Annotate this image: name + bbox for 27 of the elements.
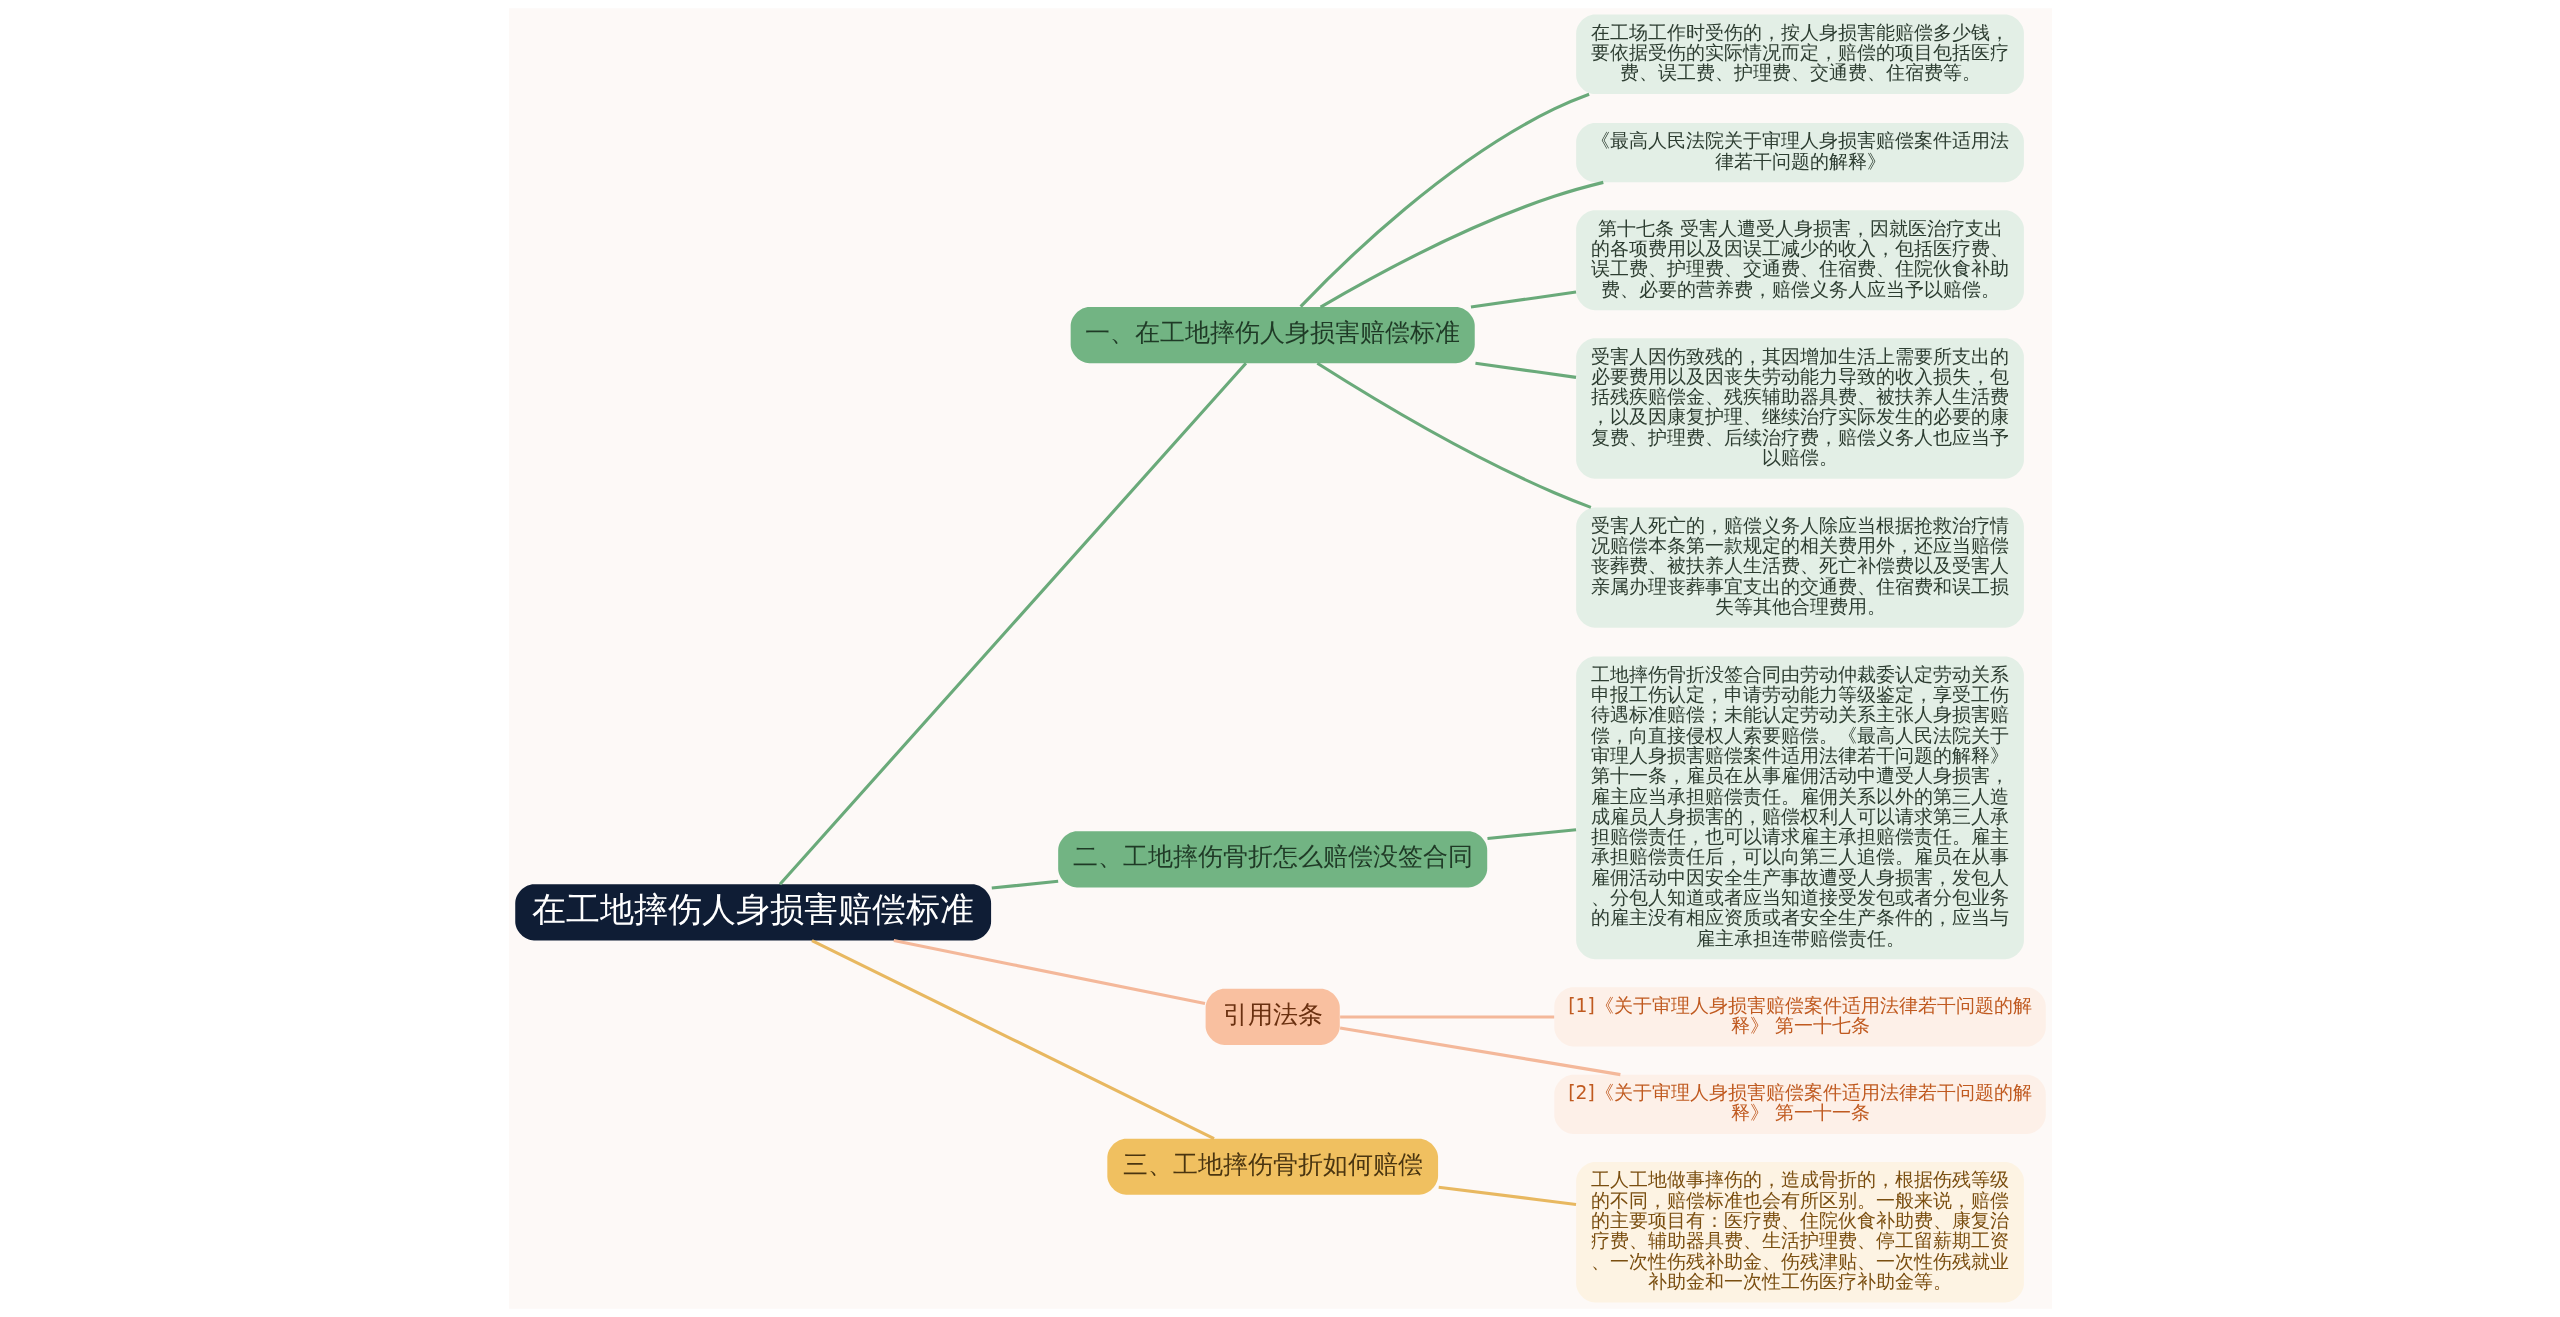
node-box: 二、工地摔伤骨折怎么赔偿没签合同 <box>1057 831 1487 888</box>
connector <box>778 362 1247 886</box>
node-box: 三、工地摔伤骨折如何赔偿 <box>1106 1138 1438 1195</box>
node-box: 受害人死亡的，赔偿义务人除应当根据抢救治疗情况赔偿本条第一款规定的相关费用外，还应当赔偿丧葬费、被扶养人生活费、死亡补偿费以及受害人亲属办理丧葬事宜支出的交通费、住宿费和误工损失等其他合理费用。 <box>1575 507 2024 628</box>
node-box: 引用法条 <box>1205 988 1340 1046</box>
connector <box>1299 92 1590 308</box>
node-box: 工人工地做事摔伤的，造成骨折的，根据伤残等级的不同，赔偿标准也会有所区别。一般来说，赔偿的主要项目有：医疗费、住院伙食补助费、康复治疗费、辅助器具费、生活护理费、停工留薪期工资、一次性伤残补助金、伤残津贴、一次性伤残就业补助金和一次性工伤医疗补助金等。 <box>1575 1162 2024 1303</box>
node-box: [2]《关于审理人身损害赔偿案件适用法律若干问题的解释》 第一十一条 <box>1553 1074 2046 1134</box>
connector <box>991 879 1058 890</box>
node-box: 《最高人民法院关于审理人身损害赔偿案件适用法律若干问题的解释》 <box>1575 122 2024 183</box>
connector <box>1486 828 1576 840</box>
connector <box>810 939 1215 1140</box>
connector <box>1339 1015 1554 1019</box>
connector <box>1470 290 1576 309</box>
node-box: 受害人因伤致残的，其因增加生活上需要所支出的必要费用以及因丧失劳动能力导致的收入损失，包括残疾赔偿金、残疾辅助器具费、被扶养人生活费，以及因康复护理、继续治疗实际发生的必要的康复费、护理费、后续治疗费，赔偿义务人也应当予以赔偿。 <box>1575 338 2024 479</box>
connector <box>1474 361 1576 379</box>
connector <box>1339 1026 1621 1077</box>
connector <box>893 939 1205 1006</box>
connector <box>1316 362 1591 509</box>
node-box: 在工场工作时受伤的，按人身损害能赔偿多少钱，要依据受伤的实际情况而定，赔偿的项目包括医疗费、误工费、护理费、交通费、住宿费等。 <box>1575 14 2024 95</box>
node-box: 一、在工地摔伤人身损害赔偿标准 <box>1070 307 1475 364</box>
connector <box>1438 1185 1576 1206</box>
node-box: 在工地摔伤人身损害赔偿标准 <box>514 884 991 941</box>
node-box: [1]《关于审理人身损害赔偿案件适用法律若干问题的解释》 第一十七条 <box>1553 987 2046 1047</box>
node-box: 工地摔伤骨折没签合同由劳动仲裁委认定劳动关系申报工伤认定，申请劳动能力等级鉴定，享受工伤待遇标准赔偿；未能认定劳动关系主张人身损害赔偿，向直接侵权人索要赔偿。《最高人民法院关于审理人身损害赔偿案件适用法律若干问题的解释》第十一条，雇员在从事雇佣活动中遭受人身损害，雇主应当承担赔偿责任。雇佣关系以外的第三人造成雇员人身损害的，赔偿权利人可以请求第三人承担赔偿责任，也可以请求雇主承担赔偿责任。雇主承担赔偿责任后，可以向第三人追偿。雇员在从事雇佣活动中因安全生产事故遭受人身损害，发包人、分包人知道或者应当知道接受发包或者分包业务的雇主没有相应资质或者安全生产条件的，应当与雇主承担连带赔偿责任。 <box>1575 656 2024 960</box>
connector <box>1319 180 1604 309</box>
node-box: 第十七条 受害人遭受人身损害，因就医治疗支出的各项费用以及因误工减少的收入，包括医疗费、误工费、护理费、交通费、住宿费、住院伙食补助费、必要的营养费，赔偿义务人应当予以赔偿。 <box>1575 210 2024 311</box>
